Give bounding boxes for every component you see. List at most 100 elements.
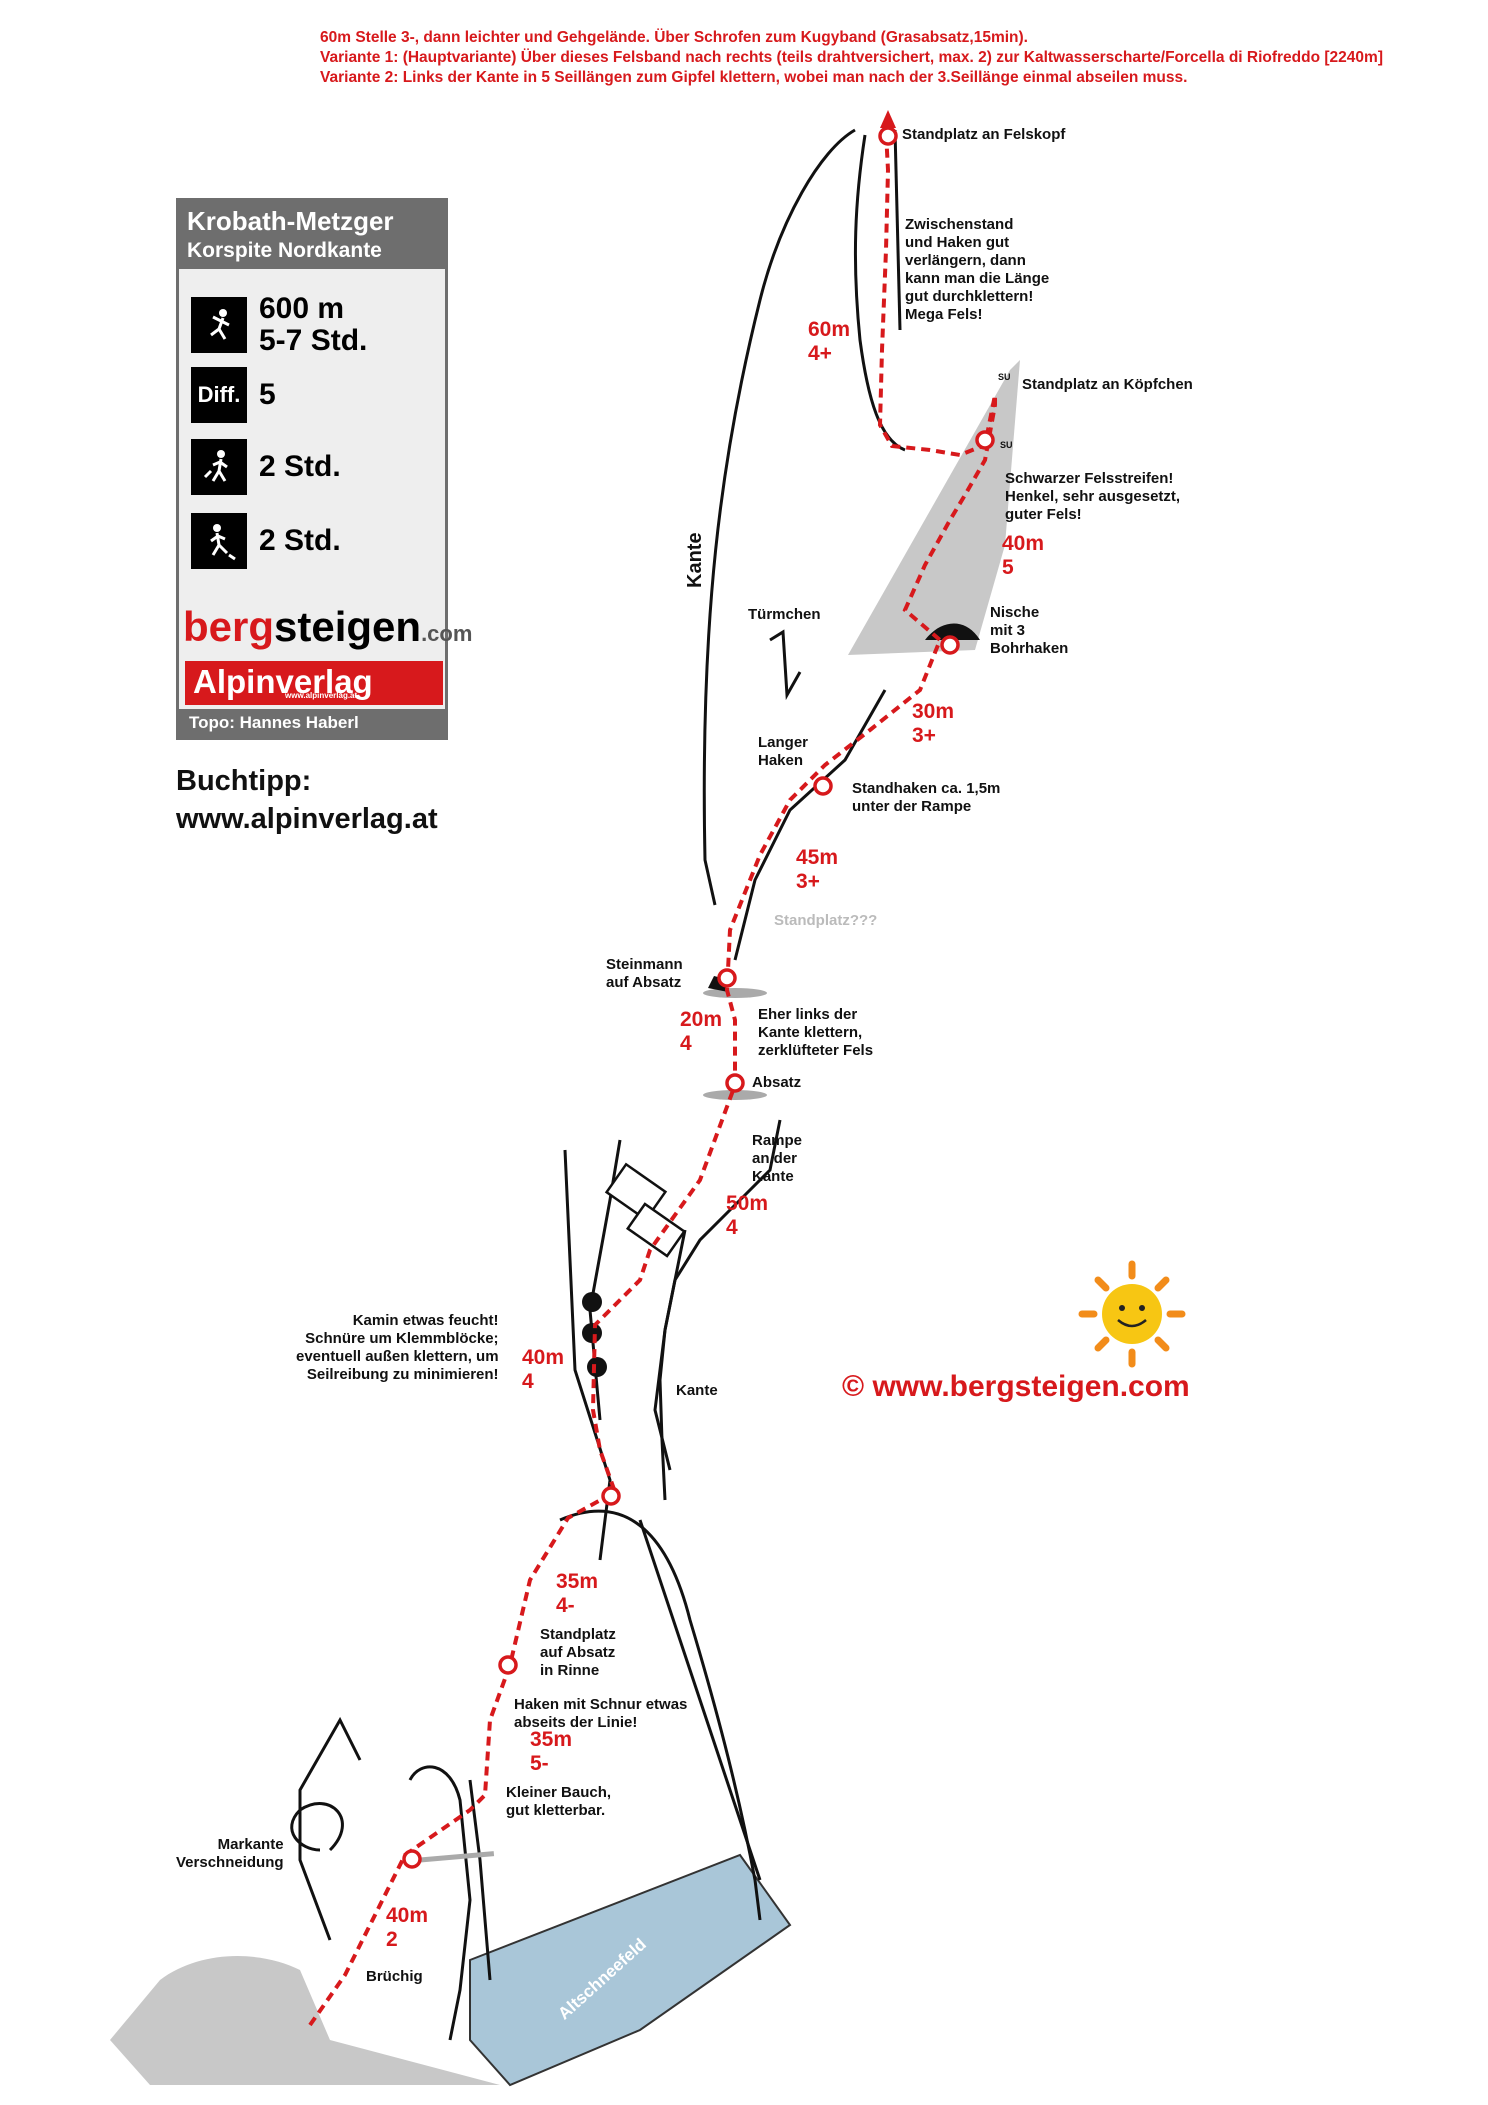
- approach-value: 2 Std.: [259, 450, 341, 483]
- standhaken-line: Standhaken ca. 1,5m: [852, 780, 1001, 797]
- belay-nische: [940, 635, 960, 655]
- difficulty-value: 5: [259, 378, 276, 411]
- pitch-difficulty: 5-: [530, 1752, 549, 1775]
- book-tip: Buchtipp: www.alpinverlag.at: [176, 762, 438, 838]
- topo-credit: Topo: Hannes Haberl: [179, 709, 445, 737]
- rock-outline-spire-right: [893, 129, 902, 331]
- label-standplatz-unsure: Standplatz???: [774, 912, 878, 929]
- route-title: Krobath-Metzger: [187, 206, 394, 236]
- eher-links-line: Eher links der: [758, 1006, 858, 1023]
- block-1: [604, 1162, 668, 1222]
- nische-line: mit 3: [990, 622, 1026, 639]
- label-rampe: Rampe an der Kante: [752, 1132, 802, 1186]
- pitch-length: 20m: [680, 1008, 723, 1031]
- kleiner-bauch-line: Kleiner Bauch,: [506, 1784, 612, 1801]
- label-kante-top: Kante: [684, 532, 706, 588]
- chockstone-1: [582, 1292, 602, 1312]
- label-langer-haken: Langer Haken: [758, 734, 808, 770]
- rampe-line: Kante: [752, 1168, 794, 1185]
- label-eher-links: Eher links der Kante klettern, zerklüfte…: [758, 1006, 873, 1060]
- alpinverlag-name: Alpinverlag: [193, 663, 373, 700]
- duration-value: 5-7 Std.: [259, 324, 368, 357]
- rock-outline-lower-dome: [559, 1509, 762, 1921]
- kamin-line: Seilreibung zu minimieren!: [306, 1366, 499, 1383]
- markante-line: Verschneidung: [176, 1854, 284, 1871]
- haken-schnur-line: Haken mit Schnur etwas: [514, 1696, 688, 1713]
- row-descent: 2 Std.: [191, 513, 341, 569]
- ledge-absatz: [703, 1090, 767, 1100]
- belay-steinmann: [717, 968, 737, 988]
- logo-part-com: .com: [421, 621, 473, 646]
- climber-icon: [191, 297, 247, 353]
- row-height: 600 m 5-7 Std.: [191, 293, 367, 357]
- copyright-link[interactable]: © www.bergsteigen.com: [842, 1370, 1190, 1403]
- zwischenstand-line: gut durchklettern!: [905, 288, 1034, 305]
- pitch-difficulty: 2: [386, 1928, 398, 1951]
- height-duration: 600 m 5-7 Std.: [259, 293, 367, 357]
- label-su-lower: SU: [1000, 440, 1013, 450]
- belay-standhaken: [813, 776, 833, 796]
- difficulty-icon: Diff.: [191, 367, 247, 423]
- logo-part-berg: berg: [183, 603, 275, 650]
- book-tip-label: Buchtipp:: [176, 765, 312, 797]
- eher-links-line: zerklüfteter Fels: [758, 1042, 874, 1059]
- schwarzer-line: Schwarzer Felsstreifen!: [1005, 470, 1174, 487]
- note-line-1: 60m Stelle 3-, dann leichter und Gehgelä…: [320, 29, 1028, 46]
- logo-part-steigen: steigen: [274, 603, 422, 650]
- label-standhaken: Standhaken ca. 1,5m unter der Rampe: [852, 780, 1000, 816]
- pitch-difficulty: 4+: [808, 342, 832, 365]
- niche-dark: [925, 623, 980, 640]
- chockstone-2: [582, 1323, 602, 1343]
- row-approach: 2 Std.: [191, 439, 341, 495]
- rampe-line: Rampe: [752, 1132, 803, 1149]
- pitch-difficulty: 4: [522, 1370, 534, 1393]
- rock-outline-mid-left-a: [563, 1149, 612, 1561]
- rock-outline-mid-wall: [653, 1229, 687, 1471]
- belay-chimney-top: [601, 1486, 621, 1506]
- pitch-length: 35m: [530, 1728, 573, 1751]
- belay-absatz: [725, 1073, 745, 1093]
- zwischenstand-line: verlängern, dann: [905, 252, 1026, 269]
- rock-outline-bottom-left: [298, 1716, 362, 1941]
- pitch-length: 30m: [912, 700, 955, 723]
- nische-line: Nische: [990, 604, 1040, 621]
- rock-outline-lower-left-b: [468, 1779, 492, 1981]
- bergsteigen-logo: bergsteigen.com: [183, 603, 472, 651]
- haken-schnur-line: abseits der Linie!: [514, 1714, 638, 1731]
- route-notes: 60m Stelle 3-, dann leichter und Gehgelä…: [320, 28, 1383, 88]
- label-schwarzer: Schwarzer Felsstreifen! Henkel, sehr aus…: [1005, 470, 1180, 524]
- pitch-difficulty: 4: [680, 1032, 692, 1055]
- zwischenstand-line: und Haken gut: [905, 234, 1010, 251]
- label-standplatz-rinne: Standplatz auf Absatz in Rinne: [540, 1626, 616, 1680]
- ledge-markante: [403, 1851, 495, 1864]
- pitch-difficulty: 4: [726, 1216, 738, 1239]
- rock-outline-upper-left: [702, 128, 856, 906]
- kamin-line: eventuell außen klettern, um: [296, 1348, 499, 1365]
- label-markante: Markante Verschneidung: [176, 1836, 284, 1872]
- note-line-2: Variante 1: (Hauptvariante) Über dieses …: [320, 49, 1383, 66]
- hiker-down-icon: [191, 513, 247, 569]
- chockstone-3: [587, 1357, 607, 1377]
- label-bruechig: Brüchig: [366, 1968, 423, 1985]
- schwarzer-line: Henkel, sehr ausgesetzt,: [1005, 488, 1181, 505]
- scree-slope: [110, 1956, 500, 2085]
- snowfield: [469, 1853, 792, 2087]
- pitch-difficulty: 4-: [556, 1594, 575, 1617]
- pitch-length: 40m: [522, 1346, 565, 1369]
- book-tip-url[interactable]: www.alpinverlag.at: [176, 803, 438, 835]
- label-nische: Nische mit 3 Bohrhaken: [990, 604, 1068, 658]
- panel-header: Krobath-Metzger Korspite Nordkante: [179, 201, 445, 269]
- alpinverlag-logo: Alpinverlag www.alpinverlag.at: [185, 661, 443, 705]
- label-tuermchen: Türmchen: [748, 606, 821, 623]
- label-standplatz-koepfchen: Standplatz an Köpfchen: [1022, 376, 1193, 393]
- belay-felskopf: [878, 126, 898, 146]
- pitch-difficulty: 5: [1002, 556, 1014, 579]
- pitch-length: 60m: [808, 318, 851, 341]
- alpinverlag-small-url: www.alpinverlag.at: [285, 691, 358, 700]
